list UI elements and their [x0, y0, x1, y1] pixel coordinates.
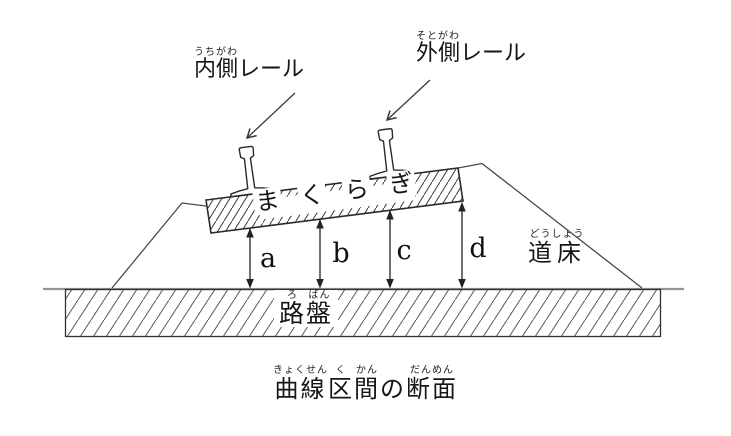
roadbed-label-furigana-2: ばん	[306, 290, 334, 301]
sleeper-hatch-bottom-edge	[263, 199, 417, 227]
caption-furigana-4: だんめん	[406, 365, 458, 376]
caption-base-1: 曲線	[273, 375, 328, 403]
measure-label-a: a	[260, 243, 276, 274]
outer-rail-label-ruby: 外側そとがわ	[415, 31, 460, 66]
outer-rail-pointer-arrow	[385, 79, 431, 122]
caption-ruby-1: 曲線きょくせん	[273, 365, 328, 403]
roadbed-label-base-2: 盤	[306, 299, 334, 328]
sleeper-char-1: ま	[252, 185, 284, 217]
sleeper-char-4: ぎ	[385, 168, 417, 200]
ballast-label: 道床どうしょう	[512, 229, 602, 266]
sleeper-hatch-left	[206, 193, 263, 233]
caption-furigana-1: きょくせん	[273, 365, 328, 376]
outer-rail-cross-section	[369, 128, 413, 180]
sleeper-char-2: く	[296, 179, 328, 211]
measure-label-d: d	[469, 233, 486, 264]
ballast-label-ruby: 道床どうしょう	[528, 229, 586, 267]
measure-arrow-b	[316, 219, 324, 289]
roadbed-label-ruby-2: 盤ばん	[306, 290, 334, 328]
roadbed-label: 路ろ盤ばん	[274, 290, 339, 328]
roadbed-hatch-area	[64, 288, 662, 338]
ballast-label-base: 道床	[528, 239, 586, 267]
caption-furigana-2: く	[328, 365, 354, 376]
roadbed-label-base-1: 路	[279, 299, 307, 328]
caption-furigana-3: かん	[354, 365, 380, 376]
caption-base-3: 間	[354, 375, 380, 403]
outer-rail-label: 外側そとがわレール	[406, 31, 536, 65]
outer-rail-label-base: 外側	[415, 41, 460, 66]
outer-rail-label-tail: レール	[460, 41, 527, 66]
caption-ruby-4: 断面だんめん	[406, 365, 458, 403]
ballast-bank-outline	[111, 162, 643, 289]
inner-rail-label-furigana: うちがわ	[193, 47, 238, 58]
figure-caption: 曲線きょくせん区く間かんの断面だんめん	[0, 365, 731, 402]
measure-arrow-d	[458, 202, 466, 289]
caption-ruby-3: 間かん	[354, 365, 380, 403]
sleeper-hatch-top-edge	[258, 173, 412, 201]
inner-rail-label-tail: レール	[238, 57, 305, 82]
measure-label-c: c	[396, 235, 411, 266]
caption-ruby-2: 区く	[328, 365, 354, 403]
sleeper-hatch-right	[412, 168, 463, 207]
inner-rail-label-base: 内側	[193, 57, 238, 82]
ballast-label-furigana: どうしょう	[528, 229, 586, 240]
inner-rail-label-ruby: 内側うちがわ	[193, 47, 238, 82]
roadbed-label-furigana-1: ろ	[279, 290, 306, 301]
inner-rail-pointer-arrow	[245, 92, 296, 140]
caption-base-2: 区	[328, 375, 354, 403]
sleeper-char-3: ら	[341, 174, 373, 206]
caption-particle: の	[380, 375, 406, 403]
measure-arrow-a	[246, 228, 254, 289]
roadbed-label-ruby-1: 路ろ	[279, 290, 307, 328]
measure-label-b: b	[332, 238, 349, 269]
inner-rail-label: 内側うちがわレール	[182, 47, 316, 81]
caption-base-4: 断面	[406, 375, 458, 403]
inner-rail-cross-section	[230, 145, 274, 198]
outer-rail-label-furigana: そとがわ	[415, 31, 460, 42]
measure-arrow-c	[386, 210, 394, 289]
